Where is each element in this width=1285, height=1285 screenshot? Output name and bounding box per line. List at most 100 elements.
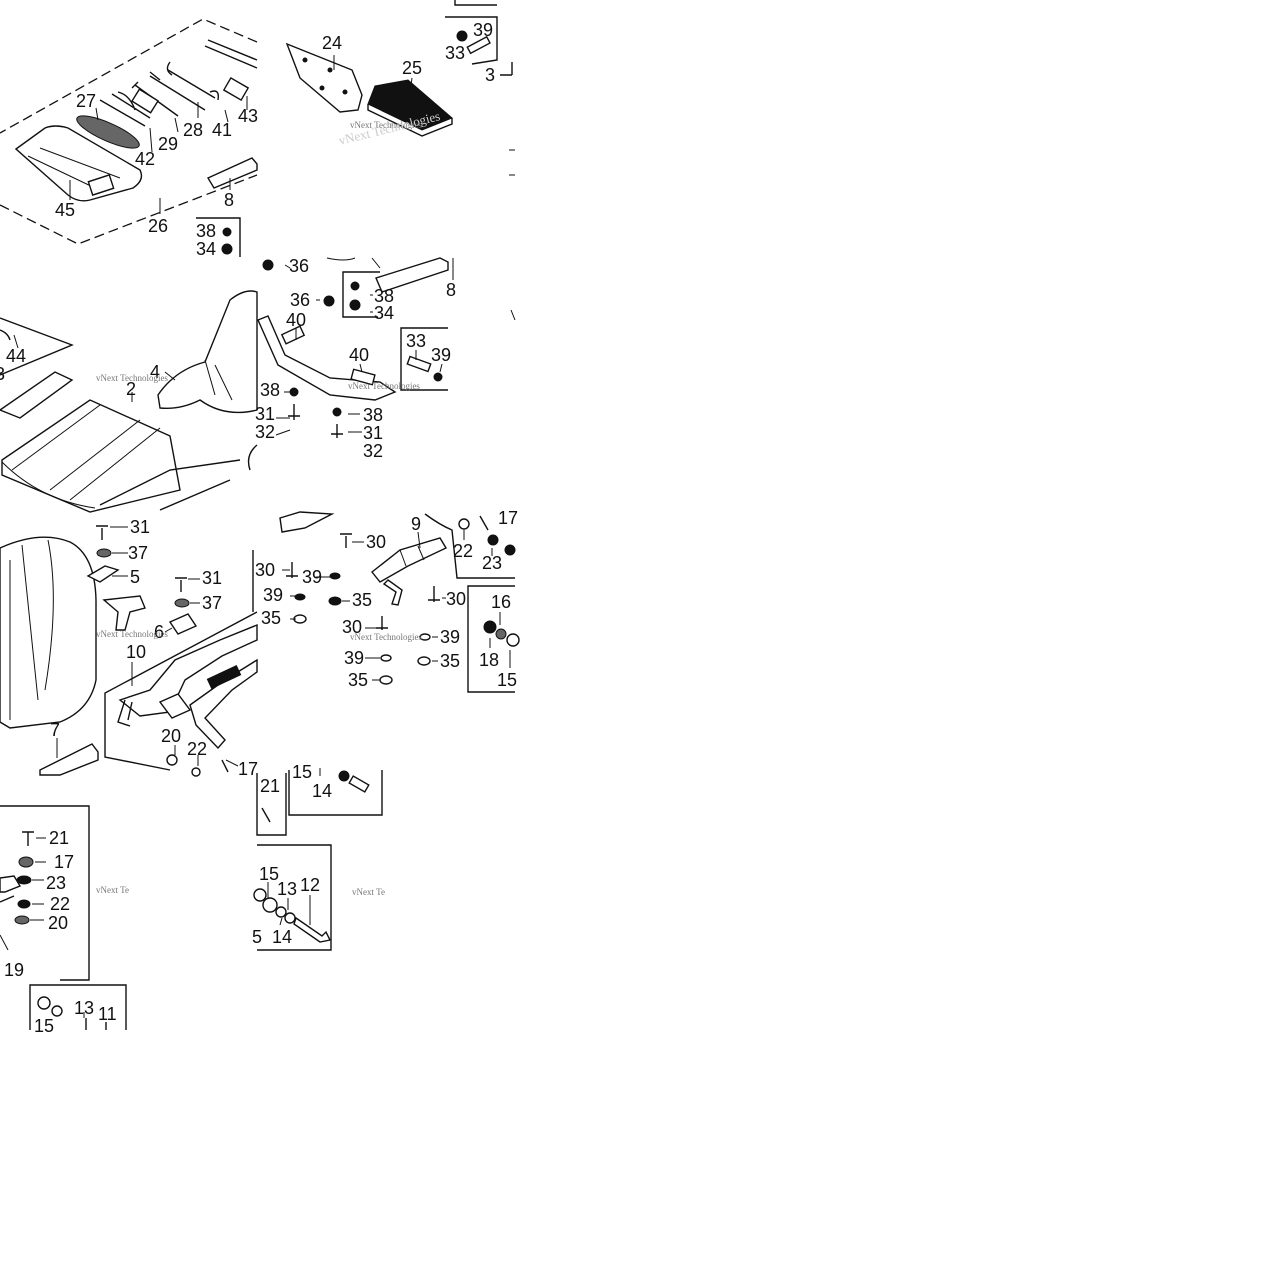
part-number-label: 29 — [158, 134, 178, 154]
leader-lines — [13, 334, 176, 402]
nut-36-drawing — [323, 295, 335, 307]
tile-hinge-hardware: 9 22 23 17 30 30 39 39 35 30 35 30 39 39… — [255, 508, 520, 693]
part-number-label: 43 — [238, 106, 258, 126]
part-number-label: 26 — [148, 216, 168, 236]
screwdriver-drawing — [149, 71, 206, 111]
bolt-21-drawing — [261, 807, 271, 823]
plate-24-holes — [342, 89, 348, 95]
part-number-label: 8 — [224, 190, 234, 210]
hinge-9-drawing — [399, 545, 425, 567]
washer-22-drawing — [458, 518, 470, 530]
washer-23-drawing — [16, 875, 32, 885]
bracket-8-drawing — [206, 157, 258, 189]
part-number-label: 25 — [402, 58, 422, 78]
part-number-label: 39 — [431, 345, 451, 365]
bolt-11-drawing — [85, 1018, 107, 1030]
rail-end-drawing — [117, 699, 133, 727]
pliers-drawing — [99, 91, 151, 127]
hardware-box — [342, 271, 380, 318]
part-number-label: 35 — [261, 608, 281, 628]
part-number-label: 40 — [286, 310, 306, 330]
washer-37-drawing — [174, 598, 190, 608]
leader-lines — [267, 768, 321, 926]
bolt-40-drawing — [350, 368, 376, 386]
wrench-drawing — [166, 61, 220, 101]
tile-rail-hardware: 21 17 23 22 20 19 13 11 15 — [0, 805, 127, 1036]
hardware-box — [288, 770, 383, 816]
part-number-label: 17 — [238, 759, 258, 779]
bolt-17-drawing — [221, 759, 229, 773]
edge-fragment — [509, 149, 516, 321]
part-number-label: 39 — [440, 627, 460, 647]
watermark-text: vNext Technologies — [350, 120, 422, 130]
watermark-text: vNext Technologies — [96, 629, 168, 639]
part-number-label: 15 — [292, 762, 312, 782]
hardware-box — [0, 805, 90, 981]
hardware-box — [29, 984, 127, 1030]
washer-39-drawing — [329, 572, 341, 580]
bracket-3-drawing — [0, 371, 74, 419]
tile-bolt-boxes: 15 14 21 15 13 12 14 5 — [252, 762, 383, 951]
part-number-label: 16 — [491, 592, 511, 612]
part-number-label: 14 — [272, 927, 292, 947]
part-number-label: 13 — [277, 879, 297, 899]
seat-cowl-4-drawing — [204, 359, 233, 401]
washer-38-drawing — [332, 407, 342, 417]
part-number-label: 19 — [4, 960, 24, 980]
leader-lines — [282, 530, 511, 681]
part-number-label: 30 — [342, 617, 362, 637]
washer-16-drawing — [495, 628, 507, 640]
box-spanner-drawing — [204, 39, 258, 69]
bolt-33-drawing — [406, 355, 432, 373]
watermark-text: vNext Te — [352, 887, 385, 897]
watermark-text: vNext Technologies — [350, 632, 422, 642]
bracket-drawing — [102, 595, 146, 631]
pliers-drawing — [76, 115, 140, 149]
part-number-label: 12 — [300, 875, 320, 895]
part-number-label: 7 — [50, 720, 60, 740]
part-number-label: 31 — [255, 404, 275, 424]
part-number-label: 34 — [374, 303, 394, 323]
seat-rail-drawing — [99, 459, 241, 511]
leader-lines — [409, 77, 413, 93]
washer-20-drawing — [14, 915, 30, 925]
frame-edge-drawing — [247, 444, 258, 471]
bracket-5-drawing — [86, 565, 120, 583]
seat-side-drawing — [0, 536, 97, 729]
tray-25-drawing — [367, 79, 453, 131]
part-number-label: 32 — [363, 441, 383, 461]
plate-24-drawing — [285, 42, 363, 113]
hardware-box — [467, 585, 515, 693]
part-number-label: 30 — [446, 589, 466, 609]
bracket-6-drawing — [168, 613, 198, 635]
part-number-label: 38 — [260, 380, 280, 400]
washer-14-drawing — [284, 912, 296, 924]
plate-24-holes — [327, 67, 333, 73]
nut-36-drawing — [262, 259, 274, 271]
bracket-corner — [454, 0, 497, 6]
screwdriver-handle-drawing — [130, 88, 160, 114]
washer-15-drawing — [262, 897, 278, 913]
leader-lines — [69, 96, 248, 214]
part-number-label: 5 — [130, 567, 140, 587]
washer-15-drawing — [253, 888, 267, 902]
part-number-label: 40 — [349, 345, 369, 365]
part-number-label: 21 — [260, 776, 280, 796]
part-number-label: 31 — [202, 568, 222, 588]
part-number-label: 20 — [161, 726, 181, 746]
tile-seat: 44 3 4 2 — [0, 290, 258, 513]
part-number-label: 30 — [255, 560, 275, 580]
part-number-label: 39 — [302, 567, 322, 587]
nut-35-drawing — [417, 656, 431, 666]
part-number-label: 3 — [485, 65, 495, 85]
rail-stay-drawing — [0, 875, 22, 893]
part-number-label: 9 — [411, 514, 421, 534]
part-number-label: 20 — [48, 913, 68, 933]
washer-22-drawing — [191, 767, 201, 777]
part-number-label: 14 — [312, 781, 332, 801]
part-number-label: 42 — [135, 149, 155, 169]
part-number-label: 21 — [49, 828, 69, 848]
tool-bag-drawing — [27, 147, 121, 189]
part-number-label: 23 — [46, 873, 66, 893]
part-number-label: 27 — [76, 91, 96, 111]
